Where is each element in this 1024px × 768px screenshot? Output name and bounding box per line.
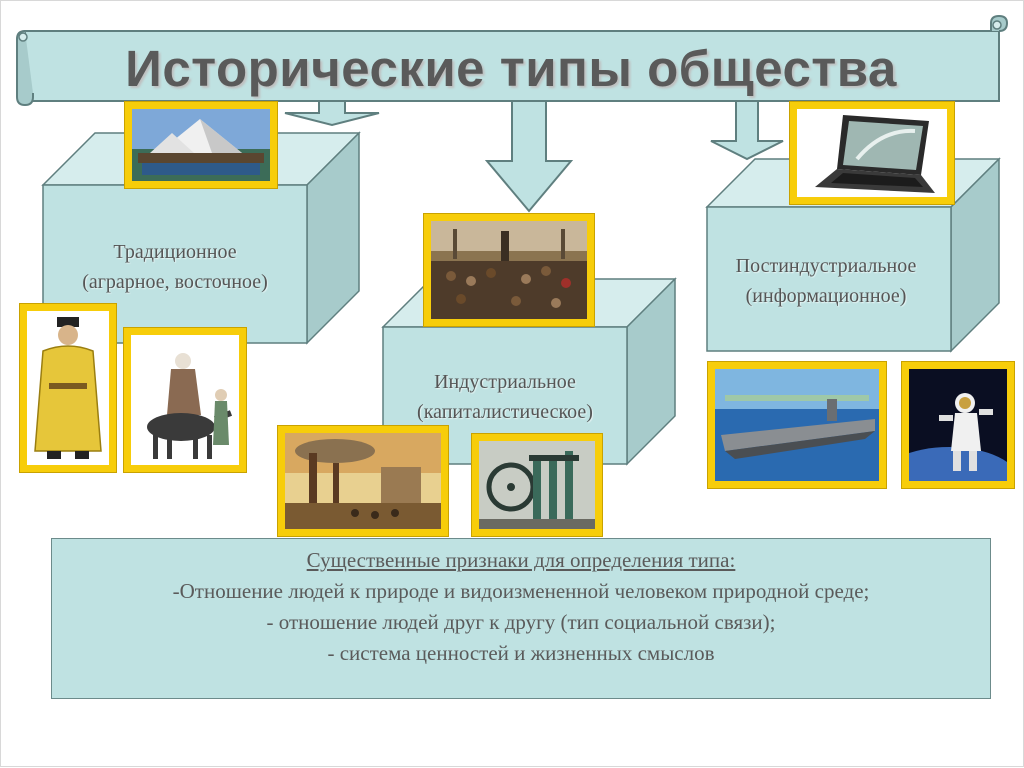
type-name: Традиционное [113,241,237,263]
industrial-crowd-photo [423,213,595,327]
criteria-heading: Существенные признаки для определения ти… [306,548,736,572]
sage-image [131,335,239,465]
machine-image [479,441,595,529]
aircraft-carrier-photo [707,361,887,489]
factory-painting [277,425,449,537]
page-title: Исторические типы общества [125,40,897,97]
arrow-left [284,100,380,127]
crowd-image [431,221,587,319]
factory-image [285,433,441,529]
label-industrial: Индустриальное (капиталистическое) [383,367,627,427]
type-alt-name: (капиталистическое) [417,401,593,423]
emperor-figure [19,303,117,473]
laptop-photo [789,101,955,205]
carrier-image [715,369,879,481]
type-name: Индустриальное [434,371,576,393]
sage-on-ox-figure [123,327,247,473]
pyramids-image [132,109,270,181]
astronaut-image [909,369,1007,481]
type-alt-name: (аграрное, восточное) [82,271,268,293]
criteria-box: Существенные признаки для определения ти… [51,538,991,699]
laptop-image [797,109,947,197]
label-postindustrial: Постиндустриальное (информационное) [701,251,951,311]
emperor-image [27,311,109,465]
title-scroll [16,14,1009,107]
criteria-item: - отношение людей друг к другу (тип соци… [266,610,776,634]
type-alt-name: (информационное) [745,285,907,307]
criteria-item: - система ценностей и жизненных смыслов [327,641,715,665]
steam-machine-photo [471,433,603,537]
label-traditional: Традиционное (аграрное, восточное) [43,237,307,297]
pyramids-photo [124,101,278,189]
criteria-item: -Отношение людей к природе и видоизменен… [172,579,870,603]
arrow-center [484,100,574,213]
arrows [284,100,784,213]
type-name: Постиндустриальное [735,255,917,277]
cube-postindustrial [705,157,1001,353]
arrow-right [710,100,784,161]
astronaut-photo [901,361,1015,489]
